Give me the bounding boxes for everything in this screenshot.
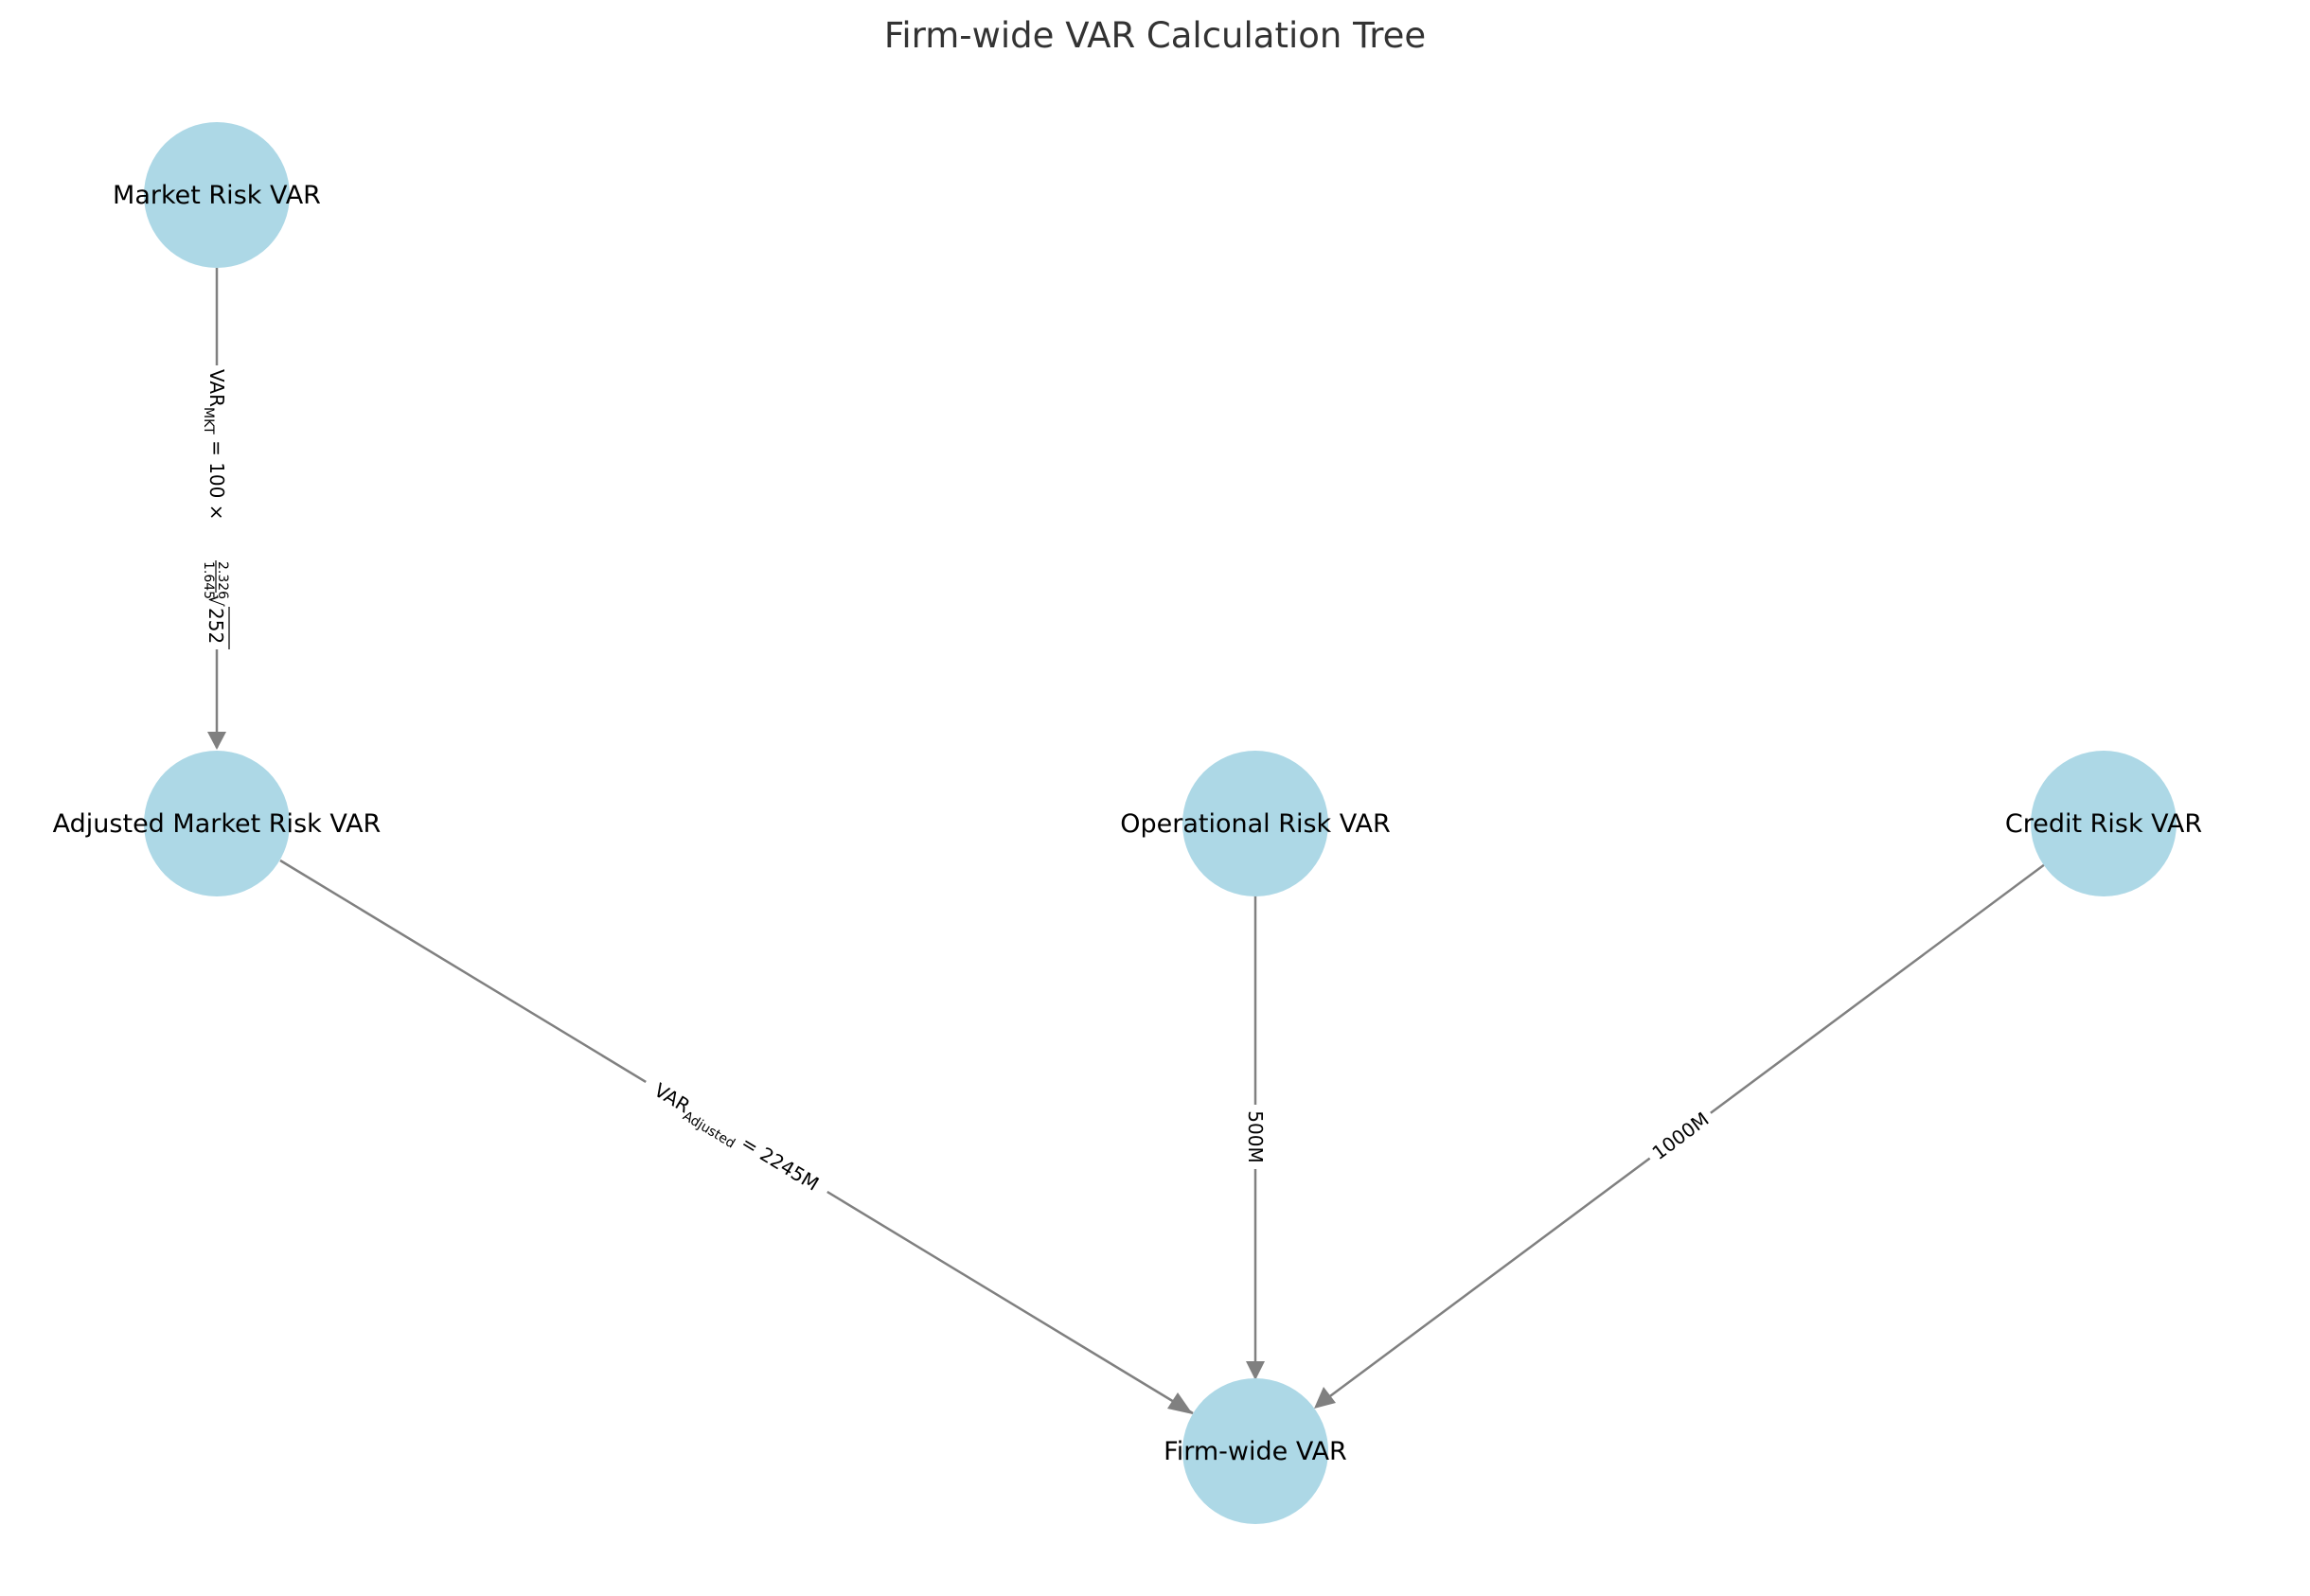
market-formula-radical: √ <box>204 594 227 607</box>
node-operational-risk-var: Operational Risk VAR <box>1120 751 1391 896</box>
node-circle <box>144 122 290 268</box>
edge-label-market-to-adjusted: VARMKT = 100 × 2.326 1.645 √ 252 <box>201 365 233 649</box>
node-circle <box>1182 751 1328 896</box>
node-firm-wide-var: Firm-wide VAR <box>1164 1378 1347 1524</box>
node-market-risk-var: Market Risk VAR <box>113 122 321 268</box>
edge-label-bg <box>636 1067 837 1207</box>
node-label: Credit Risk VAR <box>2005 809 2202 839</box>
market-formula-radicand: 252 <box>204 608 227 644</box>
node-label: Operational Risk VAR <box>1120 809 1391 839</box>
edge-label-bg <box>201 365 233 649</box>
node-adjusted-market-risk-var: Adjusted Market Risk VAR <box>53 751 382 896</box>
diagram-title: Firm-wide VAR Calculation Tree <box>884 15 1426 56</box>
arrowheads <box>207 732 1336 1414</box>
edge-label-operational-to-firmwide: 500M <box>1240 1105 1270 1169</box>
node-circle <box>1182 1378 1328 1524</box>
market-formula-eq: = 100 × <box>205 434 228 521</box>
arrowhead-firmwide-from-credit <box>1314 1387 1336 1409</box>
node-circle <box>2031 751 2177 896</box>
arrowhead-firmwide-from-operational <box>1246 1361 1265 1380</box>
market-formula-main: VAR <box>205 369 228 407</box>
node-label: Market Risk VAR <box>113 181 321 210</box>
arrowhead-firmwide-from-adjusted <box>1167 1392 1193 1414</box>
market-formula-frac-den: 1.645 <box>201 561 216 599</box>
node-label: Firm-wide VAR <box>1164 1437 1347 1466</box>
node-label: Adjusted Market Risk VAR <box>53 809 382 839</box>
market-formula-text: VARMKT = 100 × <box>201 369 228 520</box>
edge-label-bg <box>1240 1105 1270 1169</box>
edge-label-bg <box>1641 1101 1720 1171</box>
market-formula-sub: MKT <box>201 407 216 434</box>
arrowhead-adjusted <box>207 732 226 750</box>
node-circle <box>144 751 290 896</box>
nodes: Market Risk VAR Adjusted Market Risk VAR… <box>53 122 2202 1524</box>
operational-edge-text: 500M <box>1244 1110 1267 1162</box>
node-credit-risk-var: Credit Risk VAR <box>2005 751 2202 896</box>
market-formula-frac-num: 2.326 <box>215 561 230 599</box>
